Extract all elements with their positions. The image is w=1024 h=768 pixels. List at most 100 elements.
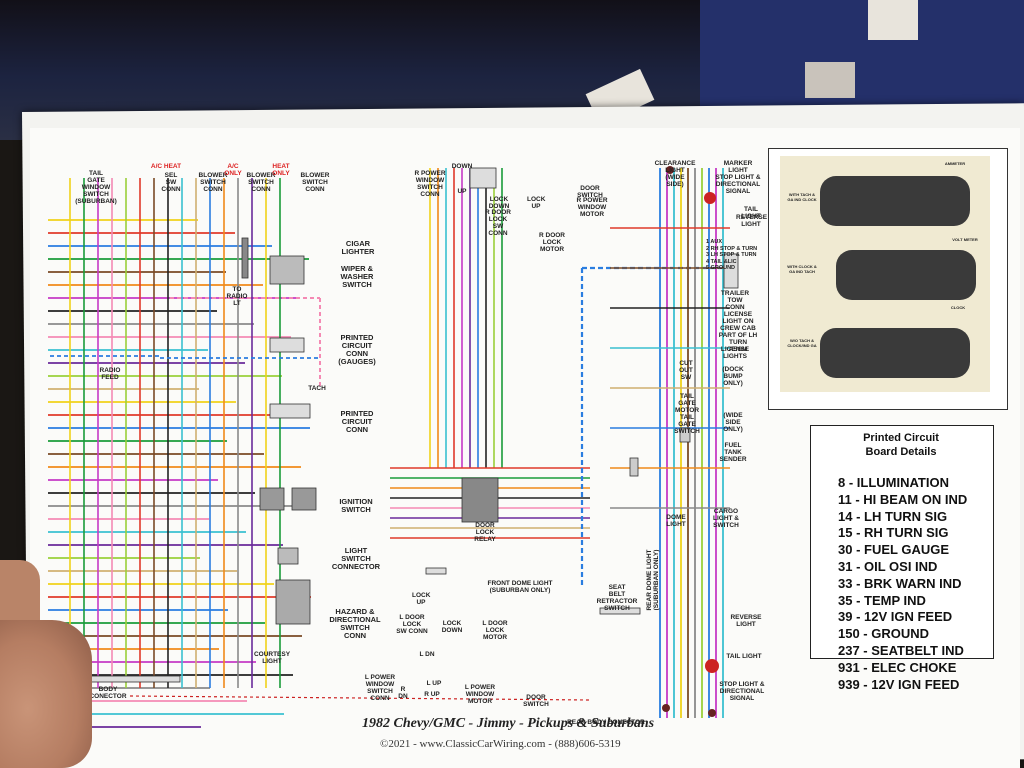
label-rear-body-connector: REAR BODY CONECTOR <box>567 719 645 726</box>
wall-card <box>805 62 855 98</box>
connector <box>629 457 639 477</box>
diagram-subtitle: ©2021 - www.ClassicCarWiring.com - (888)… <box>380 738 621 750</box>
lamp <box>666 166 674 174</box>
label-lock-up: LOCK UP <box>527 196 546 210</box>
connector <box>269 403 311 419</box>
label-r-dn: R DN <box>398 686 408 700</box>
legend-title: Printed Circuit Board Details <box>863 432 939 458</box>
diagram-title: 1982 Chevy/GMC - Jimmy - Pickups & Subur… <box>362 716 655 731</box>
label-cargo-light-switch: CARGO LIGHT & SWITCH <box>713 508 739 529</box>
label-stop-light-bottom: STOP LIGHT & DIRECTIONAL SIGNAL <box>719 681 765 702</box>
label-radio-feed: RADIO FEED <box>99 367 121 381</box>
connector <box>599 607 641 615</box>
label-l-power-window-motor: L POWER WINDOW MOTOR <box>464 684 496 705</box>
label-tail-light-bottom: TAIL LIGHT <box>726 653 762 660</box>
legend-item: 931 - ELEC CHOKE <box>838 659 957 675</box>
legend-item: 35 - TEMP IND <box>838 592 926 608</box>
label-pcb-conn: PRINTED CIRCUIT CONN <box>340 409 374 434</box>
connector <box>275 579 311 625</box>
label-body-connector: BODY CONECTOR <box>89 686 127 700</box>
label-ac-only: A/C ONLY <box>224 163 242 177</box>
label-with-tach: WITH TACH & GA IND CLOCK <box>787 192 817 202</box>
legend-item: 31 - OIL OSI IND <box>838 558 938 574</box>
label-reverse-light-top: REVERSE LIGHT <box>736 214 768 228</box>
thumb <box>0 620 92 768</box>
label-ignition-switch: IGNITION SWITCH <box>339 497 373 514</box>
label-r-power-window-switch: R POWER WINDOW SWITCH CONN <box>414 170 446 198</box>
label-r-door-lock-motor: R DOOR LOCK MOTOR <box>539 232 565 253</box>
lamp <box>708 709 716 717</box>
label-with-clock: WITH CLOCK & GA IND TACH <box>787 264 817 274</box>
label-tail-light-top: TAIL LIGHT <box>741 206 761 220</box>
label-l-door-lock-motor: L DOOR LOCK MOTOR <box>482 620 508 641</box>
label-clock: CLOCK <box>950 305 966 310</box>
label-fuel-tank-sender: FUEL TANK SENDER <box>719 442 747 463</box>
label-heat-only: HEAT ONLY <box>272 163 290 177</box>
label-tach: TACH <box>308 385 326 392</box>
label-reverse-light-bottom: REVERSE LIGHT <box>730 614 762 628</box>
wiring-diagram <box>48 166 739 728</box>
connector <box>679 427 691 443</box>
label-trailer-pin-list: 1 AUX 2 RH STOP & TURN 3 LH STOP & TURN … <box>706 239 758 271</box>
label-lock-up-left: LOCK UP <box>412 592 431 606</box>
label-lock-down-left: LOCK DOWN <box>441 620 463 634</box>
label-tail-gate-switch: TAIL GATE SWITCH <box>674 414 700 435</box>
label-blower-switch-conn-3: BLOWER SWITCH CONN <box>300 172 330 193</box>
legend-item: 39 - 12V IGN FEED <box>838 609 953 625</box>
label-blower-switch-conn-2: BLOWER SWITCH CONN <box>246 172 276 193</box>
label-ac-heat: A/C HEAT <box>150 163 182 170</box>
label-volt-meter: VOLT METER <box>952 237 978 242</box>
label-license-light-crew: LICENSE LIGHT ON CREW CAB PART OF LH TUR… <box>718 311 758 353</box>
label-front-dome-light: FRONT DOME LIGHT (SUBURBAN ONLY) <box>487 580 553 594</box>
connector <box>425 567 447 575</box>
legend-item: 15 - RH TURN SIG <box>838 525 949 541</box>
label-sel-sw-conn: SEL SW CONN <box>161 172 181 193</box>
legend-item: 11 - HI BEAM ON IND <box>838 491 968 507</box>
lamp <box>705 659 719 673</box>
label-blower-switch-conn-1: BLOWER SWITCH CONN <box>198 172 228 193</box>
label-pcb-conn-gauges: PRINTED CIRCUIT CONN (GAUGES) <box>338 333 376 366</box>
label-wide-side-only: (WIDE SIDE ONLY) <box>723 412 743 433</box>
label-seat-belt-switch: SEAT BELT RETRACTOR SWITCH <box>596 584 638 612</box>
connector <box>269 255 305 285</box>
label-light-switch-connector: LIGHT SWITCH CONNECTOR <box>331 546 381 571</box>
connector <box>469 167 497 189</box>
lamp <box>704 192 716 204</box>
label-wiper-washer-switch: WIPER & WASHER SWITCH <box>340 264 374 289</box>
label-r-up: R UP <box>424 691 440 698</box>
label-marker-light: MARKER LIGHT STOP LIGHT & DIRECTIONAL SI… <box>715 160 761 195</box>
wire <box>129 695 591 701</box>
pcb-board-1 <box>820 176 970 226</box>
label-dome-light: DOME LIGHT <box>666 514 686 528</box>
pcb-board-3 <box>820 328 970 378</box>
pcb-legend-box <box>810 425 994 659</box>
label-tail-gate-motor: TAIL GATE MOTOR <box>674 393 700 414</box>
connector <box>291 487 317 511</box>
label-l-power-window-switch: L POWER WINDOW SWITCH CONN <box>364 674 396 702</box>
label-l-dn: L DN <box>419 651 435 658</box>
label-trailer-tow-conn: TRAILER TOW CONN <box>720 290 750 311</box>
lamp <box>662 704 670 712</box>
label-door-switch-left: DOOR SWITCH <box>523 694 549 708</box>
legend-item: 33 - BRK WARN IND <box>838 575 962 591</box>
pcb-board-2 <box>836 250 976 300</box>
wall-sign <box>868 0 918 40</box>
legend-item: 150 - GROUND <box>838 626 930 642</box>
connector <box>241 237 249 279</box>
label-license-lights: LICENSE LIGHTS <box>720 346 750 360</box>
legend-item: 30 - FUEL GAUGE <box>838 542 950 558</box>
legend-item: 939 - 12V IGN FEED <box>838 676 960 692</box>
label-tailgate-window-switch: TAIL GATE WINDOW SWITCH (SUBURBAN) <box>75 170 117 205</box>
connector <box>723 253 739 289</box>
label-ammeter: AMMETER <box>944 161 966 166</box>
label-to-radio-lt: TO RADIO LT <box>226 286 248 307</box>
legend-item: 8 - ILLUMINATION <box>838 475 949 490</box>
label-down: DOWN <box>451 163 473 170</box>
label-courtesy-light: COURTESY LIGHT <box>253 651 291 665</box>
label-lock-down: LOCK DOWN <box>488 196 510 210</box>
legend-item: 14 - LH TURN SIG <box>838 508 948 524</box>
label-cut-out-sw: CUT OUT SW <box>679 360 693 381</box>
connector <box>269 337 305 353</box>
label-cigar-lighter: CIGAR LIGHTER <box>341 239 375 256</box>
